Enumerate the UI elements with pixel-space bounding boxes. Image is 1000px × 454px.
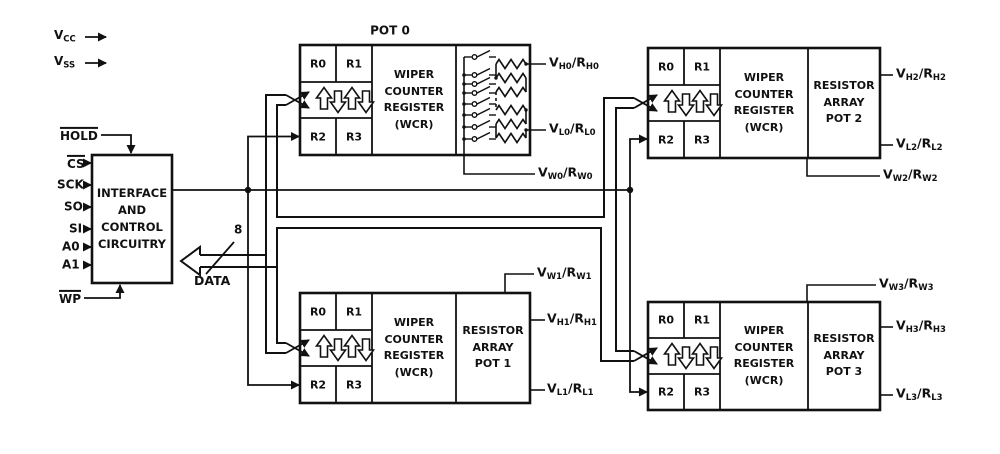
array-line: POT 2	[825, 112, 863, 126]
pot3-terminal-h-label: VH3/RH3	[896, 317, 946, 336]
overline: HOLD	[60, 126, 98, 143]
wcr-line: WIPER	[393, 68, 435, 81]
array-line: ARRAY	[823, 348, 865, 362]
pot1-terminal-l-label: VL1/RL1	[547, 380, 594, 399]
signal-vcc-label: VCC	[54, 28, 76, 45]
pot3-register-label: R3	[693, 385, 711, 399]
overline: WP	[59, 289, 82, 306]
pot1-terminal-w-label: VW1/RW1	[537, 264, 592, 283]
signal-cs-label: CS	[67, 154, 85, 171]
data-bus-label: DATA	[194, 273, 231, 289]
wcr-line: COUNTER	[734, 340, 794, 354]
pot0-title: POT 0	[370, 23, 410, 38]
signal-wp-label: WP	[59, 289, 82, 306]
array-line: RESISTOR	[462, 324, 524, 338]
signal-si-label: SI	[69, 221, 83, 236]
pot0-register-label: R1	[345, 57, 363, 70]
pot1-register-label: R2	[309, 378, 327, 391]
wcr-line: COUNTER	[384, 84, 444, 98]
wcr-line: COUNTER	[734, 87, 794, 101]
pot2-register-label: R0	[657, 60, 675, 73]
interface-block-line: CIRCUITRY	[97, 237, 167, 251]
interface-block-line: AND	[117, 203, 147, 217]
signal-hold-label: HOLD	[60, 126, 98, 143]
pot3-terminal-w-label: VW3/RW3	[879, 275, 934, 294]
pot2-terminal-l-label: VL2/RL2	[896, 135, 943, 154]
interface-control-block: INTERFACE AND CONTROL CIRCUITRY	[94, 157, 170, 281]
wcr-line: WIPER	[743, 71, 785, 84]
pot0-terminal-h-label: VH0/RH0	[549, 54, 599, 73]
array-line: ARRAY	[472, 340, 514, 354]
pot2-register-label: R3	[693, 133, 711, 146]
pot3-resistor-array-label: RESISTOR ARRAY POT 3	[808, 302, 880, 410]
pot3-register-label: R0	[657, 313, 675, 327]
pot1-register-label: R3	[345, 378, 363, 391]
pot0-register-label: R3	[345, 130, 363, 143]
signal-vss-label: VSS	[54, 54, 76, 71]
pot0-register-label: R0	[309, 57, 327, 70]
bus-width-label: 8	[234, 222, 243, 237]
overline: CS	[67, 154, 85, 171]
pot1-resistor-array-label: RESISTOR ARRAY POT 1	[456, 293, 530, 403]
pot0-wcr-label: WIPER COUNTER REGISTER (WCR)	[372, 45, 456, 155]
array-line: POT 1	[474, 357, 512, 371]
pot3-register-label: R1	[693, 313, 711, 327]
pot3-terminal-l-label: VL3/RL3	[896, 385, 943, 404]
signal-a1-label: A1	[62, 257, 80, 272]
wcr-line: (WCR)	[394, 365, 434, 379]
array-line: RESISTOR	[813, 332, 875, 346]
pot0-terminal-l-label: VL0/RL0	[549, 120, 596, 139]
interface-block-line: INTERFACE	[96, 186, 168, 200]
wcr-line: REGISTER	[733, 104, 795, 117]
wcr-line: (WCR)	[744, 120, 784, 134]
wcr-line: REGISTER	[383, 101, 445, 114]
wcr-line: (WCR)	[394, 117, 434, 131]
pot2-resistor-array-label: RESISTOR ARRAY POT 2	[808, 48, 880, 158]
signal-sck-label: SCK	[57, 177, 84, 192]
wcr-line: REGISTER	[733, 357, 795, 370]
signal-a0-label: A0	[62, 239, 80, 254]
wcr-line: (WCR)	[744, 373, 784, 387]
array-line: RESISTOR	[813, 79, 875, 93]
pot0-register-label: R2	[309, 130, 327, 143]
pot2-terminal-h-label: VH2/RH2	[896, 65, 946, 84]
pot2-terminal-w-label: VW2/RW2	[883, 166, 938, 185]
pot3-wcr-label: WIPER COUNTER REGISTER (WCR)	[720, 302, 808, 410]
wcr-line: WIPER	[393, 316, 435, 329]
pot2-register-label: R2	[657, 133, 675, 146]
pot1-register-label: R0	[309, 305, 327, 318]
array-line: POT 3	[825, 365, 863, 379]
interface-block-line: CONTROL	[101, 220, 163, 234]
array-line: ARRAY	[823, 95, 865, 109]
pot0-terminal-w-label: VW0/RW0	[538, 164, 593, 183]
pot1-register-label: R1	[345, 305, 363, 318]
pot1-wcr-label: WIPER COUNTER REGISTER (WCR)	[372, 293, 456, 403]
pot2-wcr-label: WIPER COUNTER REGISTER (WCR)	[720, 48, 808, 158]
pot3-register-label: R2	[657, 385, 675, 399]
wcr-line: REGISTER	[383, 349, 445, 362]
pot2-register-label: R1	[693, 60, 711, 73]
wcr-line: COUNTER	[384, 332, 444, 346]
wcr-line: WIPER	[743, 324, 785, 337]
signal-so-label: SO	[64, 199, 83, 214]
pot1-terminal-h-label: VH1/RH1	[547, 310, 597, 329]
